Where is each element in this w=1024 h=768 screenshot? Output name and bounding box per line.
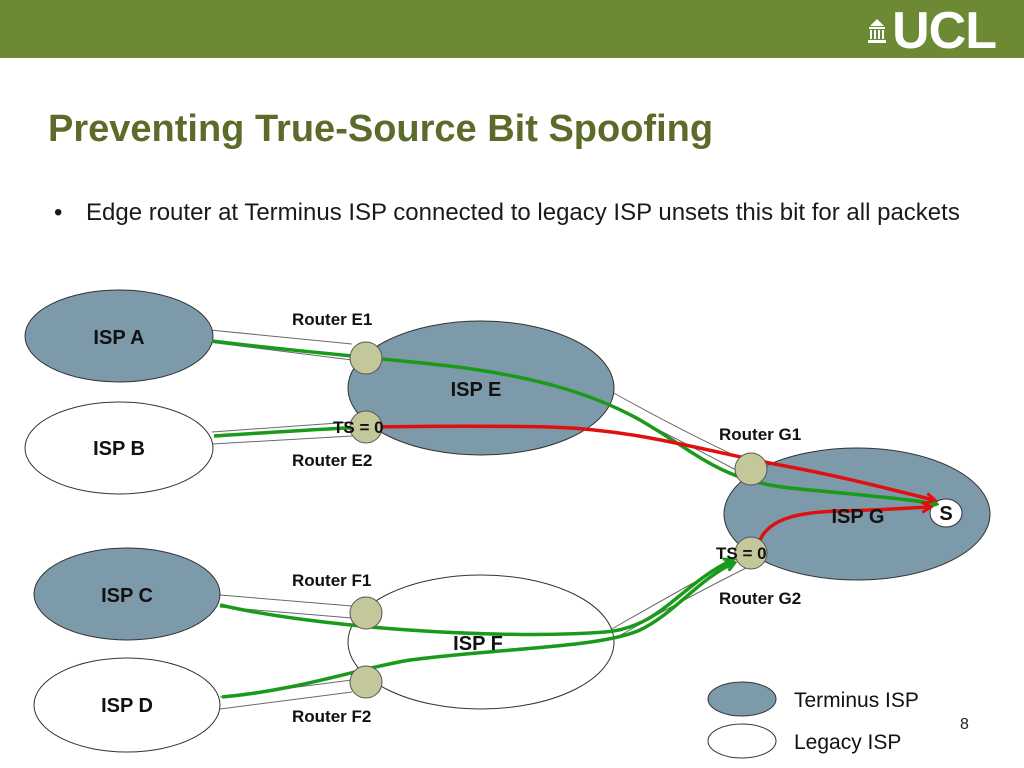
- header-bar: UCL: [0, 0, 1024, 58]
- legend-legacy-label: Legacy ISP: [794, 731, 901, 754]
- isp-a-node: [24, 289, 214, 383]
- isp-d-label: ISP D: [101, 695, 153, 717]
- logo-text: UCL: [892, 2, 997, 60]
- red-path-g2: [758, 507, 930, 541]
- red-path-e2: [367, 424, 934, 500]
- router-g1-label: Router G1: [719, 425, 801, 444]
- isp-d-node: [33, 657, 221, 753]
- page-number: 8: [960, 716, 969, 733]
- router-e2-label: Router E2: [292, 451, 372, 470]
- isp-g-label: ISP G: [832, 506, 885, 528]
- router-e2: [349, 410, 383, 444]
- router-g2: [734, 536, 768, 570]
- router-f2-label: Router F2: [292, 707, 371, 726]
- router-f1-label: Router F1: [292, 571, 371, 590]
- link-b-e2: [211, 421, 353, 445]
- isp-c-label: ISP C: [101, 585, 153, 607]
- link-c-f1: [219, 594, 353, 619]
- green-path-c: [219, 560, 732, 637]
- isp-e-node: [347, 320, 615, 456]
- bullet-list: Edge router at Terminus ISP connected to…: [48, 196, 968, 230]
- router-e1-label: Router E1: [292, 310, 372, 329]
- slide-title: Preventing True-Source Bit Spoofing: [48, 108, 714, 150]
- isp-b-node: [24, 401, 214, 495]
- isp-c-node: [33, 547, 221, 641]
- isp-b-label: ISP B: [93, 438, 145, 460]
- router-e1: [349, 341, 383, 375]
- isp-a-label: ISP A: [93, 327, 144, 349]
- ts-label-g2: TS = 0: [716, 544, 767, 563]
- isp-g-node: [723, 447, 991, 581]
- legend-terminus-swatch: [707, 681, 777, 717]
- router-g2-label: Router G2: [719, 589, 801, 608]
- router-g1: [734, 452, 768, 486]
- portico-icon: [868, 19, 887, 43]
- isp-f-label: ISP F: [453, 633, 503, 655]
- ts-label-e2: TS = 0: [333, 418, 384, 437]
- isp-e-label: ISP E: [451, 379, 502, 401]
- isp-f-node: [347, 574, 615, 710]
- legend-terminus-label: Terminus ISP: [794, 689, 919, 712]
- green-path-d: [221, 563, 734, 699]
- legend-legacy-swatch: [707, 723, 777, 759]
- router-f2: [349, 665, 383, 699]
- destination-label: S: [939, 503, 952, 525]
- bullet-item: Edge router at Terminus ISP connected to…: [48, 196, 968, 230]
- router-f1: [349, 596, 383, 630]
- legend: Terminus ISP Legacy ISP: [707, 681, 919, 759]
- ucl-logo: UCL: [866, 2, 997, 60]
